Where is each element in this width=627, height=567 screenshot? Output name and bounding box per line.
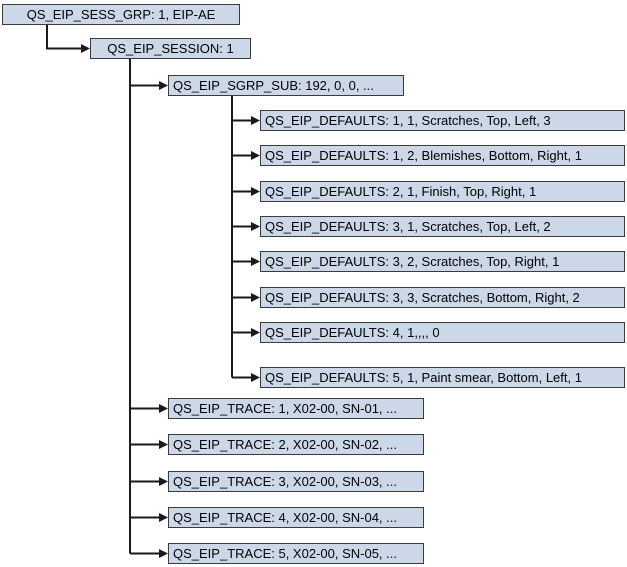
tree-node-session: QS_EIP_SESSION: 1 — [90, 38, 251, 59]
tree-node-trace: QS_EIP_TRACE: 2, X02-00, SN-02, ... — [168, 434, 424, 455]
tree-node-defaults: QS_EIP_DEFAULTS: 1, 2, Blemishes, Bottom… — [260, 145, 625, 166]
tree-node-defaults: QS_EIP_DEFAULTS: 3, 2, Scratches, Top, R… — [260, 251, 625, 272]
tree-node-trace: QS_EIP_TRACE: 4, X02-00, SN-04, ... — [168, 507, 424, 528]
tree-node-sess-grp: QS_EIP_SESS_GRP: 1, EIP-AE — [2, 4, 240, 25]
tree-node-trace: QS_EIP_TRACE: 5, X02-00, SN-05, ... — [168, 543, 424, 564]
tree-node-defaults: QS_EIP_DEFAULTS: 3, 3, Scratches, Bottom… — [260, 287, 625, 308]
tree-node-sgrp-sub: QS_EIP_SGRP_SUB: 192, 0, 0, ... — [168, 75, 404, 96]
tree-node-defaults: QS_EIP_DEFAULTS: 4, 1,,,, 0 — [260, 322, 625, 343]
tree-node-defaults: QS_EIP_DEFAULTS: 5, 1, Paint smear, Bott… — [260, 367, 625, 388]
tree-node-trace: QS_EIP_TRACE: 1, X02-00, SN-01, ... — [168, 398, 424, 419]
tree-node-trace: QS_EIP_TRACE: 3, X02-00, SN-03, ... — [168, 471, 424, 492]
tree-node-defaults: QS_EIP_DEFAULTS: 1, 1, Scratches, Top, L… — [260, 110, 625, 131]
tree-node-defaults: QS_EIP_DEFAULTS: 2, 1, Finish, Top, Righ… — [260, 181, 625, 202]
tree-node-defaults: QS_EIP_DEFAULTS: 3, 1, Scratches, Top, L… — [260, 216, 625, 237]
